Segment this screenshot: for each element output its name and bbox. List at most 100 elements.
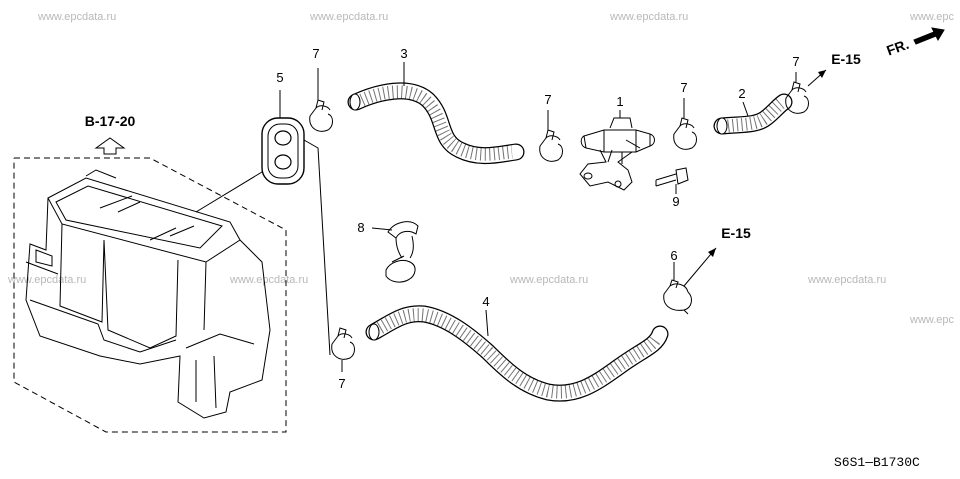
ref-arrow-e15-mid [683, 247, 717, 287]
heater-unit-panels [59, 223, 207, 349]
diagram-code: S6S1—B1730C [834, 455, 920, 470]
callout-4: 4 [482, 294, 489, 309]
watermark: www.epc [909, 314, 955, 326]
leader-5-unit [195, 171, 263, 213]
clip-part-8 [371, 221, 419, 283]
callout-6: 6 [670, 248, 677, 263]
callout-2: 2 [738, 86, 745, 101]
hose-part-2 [713, 93, 793, 135]
clamp-body [673, 123, 697, 150]
watermark: www.epcdata.ru [509, 274, 588, 286]
heater-unit-frame [55, 185, 223, 249]
watermark: www.epcdata.ru [309, 11, 388, 23]
ref-label-b1720: B-17-20 [85, 113, 136, 129]
clamp-body [331, 333, 355, 360]
callout-8: 8 [357, 220, 364, 235]
hose-4-texture [376, 308, 662, 399]
heater-unit-details [25, 261, 255, 409]
hose-3-end [349, 93, 361, 111]
bracket-hole [614, 180, 622, 188]
clamp-tab [669, 279, 689, 315]
clamp-part-7a [309, 68, 333, 132]
front-label: FR. [884, 36, 911, 59]
clamp-part-6 [663, 262, 692, 315]
valve-linkage [607, 139, 641, 164]
front-direction-arrow [913, 27, 945, 45]
ref-arrow-e15-top [807, 69, 827, 87]
clamp-part-7c [673, 98, 697, 150]
arrow-head-icon [818, 70, 826, 78]
hose-3-texture [359, 85, 513, 161]
bracket-hole [583, 172, 593, 180]
watermark: www.epcdata.ru [609, 11, 688, 23]
clamp-body [539, 135, 563, 162]
up-arrow-icon [94, 137, 126, 155]
valve-assembly-part-1 [579, 110, 655, 191]
front-arrow-icon [913, 27, 945, 45]
clamp-tab [679, 117, 689, 129]
grommet-hole-top [274, 130, 292, 146]
valve-bracket [579, 149, 633, 191]
clamp-tab [545, 129, 555, 141]
leader-4 [485, 309, 489, 337]
callout-7: 7 [338, 376, 345, 391]
hose-4-body [366, 306, 668, 401]
heater-unit-grid [99, 195, 195, 241]
clamp-body [785, 87, 809, 114]
arrow-head-icon [708, 248, 716, 257]
grommet-rim [267, 123, 299, 179]
hose-part-4 [365, 305, 669, 402]
watermark: www.epcdata.ru [7, 274, 86, 286]
callout-7: 7 [544, 92, 551, 107]
clamp-tab [791, 81, 801, 93]
watermark: www.epcdata.ru [37, 11, 116, 23]
callout-7: 7 [680, 80, 687, 95]
grommet-outer [261, 117, 305, 185]
bolt-part-9 [655, 167, 689, 194]
watermark: www.epcdata.ru [229, 274, 308, 286]
grommet-part-5 [261, 90, 331, 356]
ref-arrow-b1720 [94, 137, 126, 155]
heater-unit-body [25, 197, 271, 419]
hose-2-texture [727, 97, 786, 133]
clamp-body [309, 105, 333, 132]
hose-part-3 [347, 62, 525, 165]
leader-5-to-7 [303, 139, 331, 356]
clip-top [387, 221, 419, 239]
leader-8 [371, 227, 393, 231]
heater-unit-assembly [13, 157, 287, 433]
clamp-tab [337, 327, 347, 339]
clamp-part-7b [539, 110, 563, 162]
valve-top [609, 117, 633, 129]
hose-2-body [714, 94, 792, 134]
callout-5: 5 [276, 70, 283, 85]
clamp-tab [315, 99, 325, 111]
bolt-head [675, 167, 689, 185]
hose-4-end [368, 323, 380, 341]
leader-2 [742, 101, 749, 117]
ref-label-e15: E-15 [721, 225, 751, 241]
clip-body [395, 235, 414, 259]
clamp-body [663, 283, 692, 311]
hose-3-body [348, 83, 524, 163]
hose-2-end [716, 117, 728, 135]
heater-unit-outline [13, 157, 287, 433]
watermark-layer: www.epcdata.ru www.epcdata.ru www.epcdat… [7, 11, 955, 326]
ref-label-e15: E-15 [831, 51, 861, 67]
clip-bottom [385, 255, 416, 283]
heater-unit-tabs [35, 169, 117, 267]
callout-3: 3 [400, 46, 407, 61]
bolt-shank [655, 173, 677, 187]
callout-7: 7 [312, 46, 319, 61]
callout-1: 1 [616, 94, 623, 109]
clamp-part-7e [331, 327, 355, 372]
watermark: www.epc [909, 11, 955, 23]
valve-body-lines [580, 130, 655, 152]
grommet-hole-bottom [274, 154, 292, 170]
valve-body [583, 129, 651, 153]
callout-9: 9 [672, 194, 679, 209]
clamp-part-7d [785, 72, 809, 114]
watermark: www.epcdata.ru [807, 274, 886, 286]
callout-7: 7 [792, 54, 799, 69]
